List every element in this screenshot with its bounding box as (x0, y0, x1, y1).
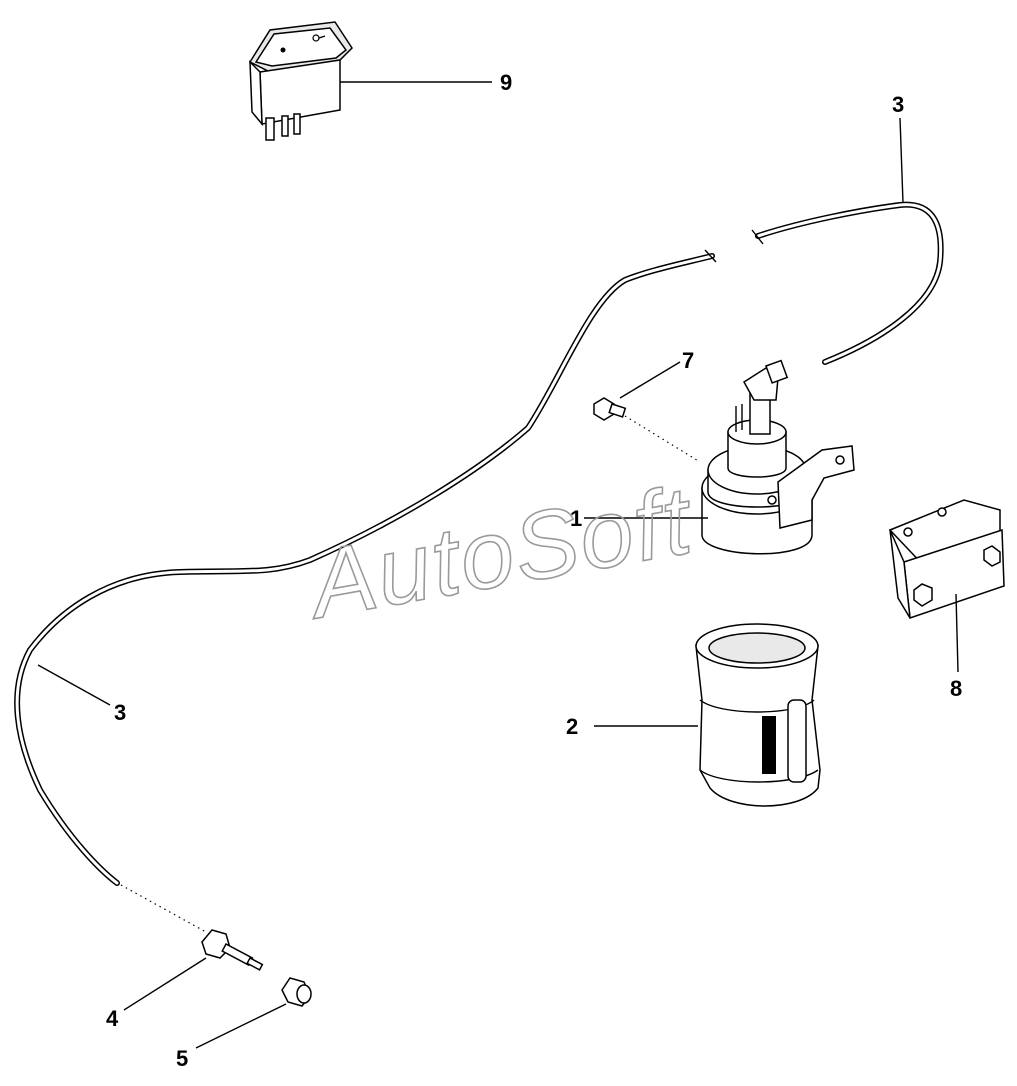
callout-4: 4 (106, 1006, 119, 1031)
callout-2: 2 (566, 714, 578, 739)
bracket-icon (888, 499, 1005, 620)
callout-5: 5 (176, 1046, 188, 1071)
callout-3-left: 3 (114, 700, 126, 725)
callout-1: 1 (570, 506, 582, 531)
callout-3-top: 3 (892, 92, 904, 117)
plug-icon (281, 977, 312, 1007)
rubber-boot-icon (695, 623, 821, 807)
rocker-switch-icon (248, 21, 353, 141)
callout-9: 9 (500, 70, 512, 95)
watermark: AutoSoft (298, 466, 701, 639)
callout-8: 8 (950, 676, 962, 701)
fitting-icon (201, 929, 264, 971)
capillary-tube-icon (14, 201, 944, 886)
temperature-sensor-icon (701, 359, 855, 555)
bolt-icon (593, 397, 627, 421)
callout-7: 7 (682, 348, 694, 373)
